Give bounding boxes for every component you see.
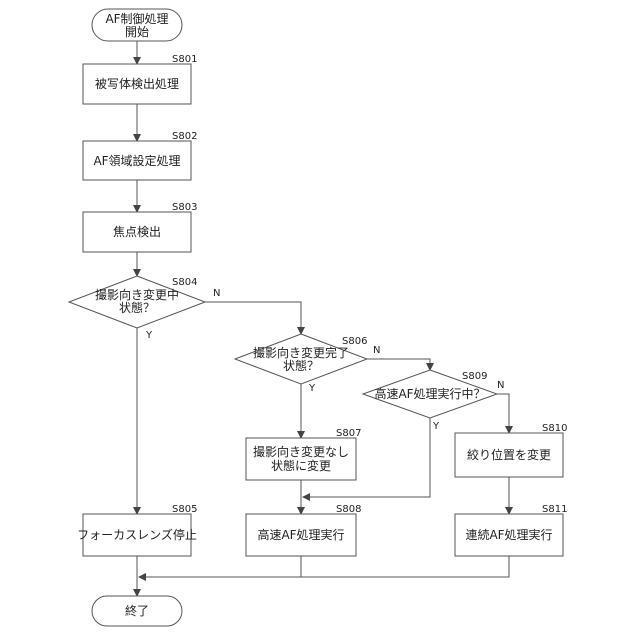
step-s807: S807 — [336, 428, 361, 439]
process-s803: S803 焦点検出 — [83, 202, 197, 252]
process-s810: S810 絞り位置を変更 — [455, 423, 567, 477]
decision-s804: S804 撮影向き変更中 状態？ N Y — [69, 276, 220, 341]
s805-label: フォーカスレンズ停止 — [77, 527, 197, 542]
s804-yes-label: Y — [145, 330, 153, 341]
s807-label-line1: 撮影向き変更なし — [253, 444, 349, 459]
edge-s811-merge — [139, 556, 509, 577]
start-label-line2: 開始 — [125, 25, 149, 39]
s807-label-line2: 状態に変更 — [271, 458, 331, 473]
process-s802: S802 AF領域設定処理 — [83, 131, 197, 180]
decision-s809: S809 高速AF処理実行中？ N Y — [363, 370, 504, 432]
s802-label: AF領域設定処理 — [93, 153, 180, 168]
step-s808: S808 — [336, 504, 361, 515]
s806-label-line2: 状態？ — [283, 358, 319, 373]
edge-s806-no-s809 — [367, 359, 430, 370]
process-s811: S811 連続AF処理実行 — [455, 504, 567, 556]
process-s807: S807 撮影向き変更なし 状態に変更 — [246, 428, 361, 480]
step-s801: S801 — [172, 54, 197, 65]
s806-label-line1: 撮影向き変更完了 — [253, 345, 349, 360]
s811-label: 連続AF処理実行 — [465, 527, 552, 542]
s801-label: 被写体検出処理 — [95, 77, 179, 91]
s808-label: 高速AF処理実行 — [257, 527, 344, 542]
s803-label: 焦点検出 — [113, 225, 161, 239]
end-terminator: 終了 — [92, 596, 182, 626]
end-label: 終了 — [125, 603, 149, 618]
edge-s804-no-s806 — [205, 302, 301, 334]
step-s805: S805 — [172, 504, 197, 515]
s804-no-label: N — [213, 288, 220, 299]
step-s810: S810 — [542, 423, 567, 434]
s809-no-label: N — [497, 380, 504, 391]
s806-no-label: N — [373, 345, 380, 356]
step-s803: S803 — [172, 202, 197, 213]
s809-yes-label: Y — [432, 421, 440, 432]
step-s809: S809 — [462, 371, 487, 382]
s809-label: 高速AF処理実行中？ — [374, 386, 485, 401]
start-terminator: AF制御処理 開始 — [92, 9, 182, 41]
process-s808: S808 高速AF処理実行 — [246, 504, 361, 556]
decision-s806: S806 撮影向き変更完了 状態？ N Y — [235, 334, 380, 394]
step-s811: S811 — [542, 504, 567, 515]
start-label-line1: AF制御処理 — [105, 11, 168, 26]
edge-s809-no-s810 — [497, 394, 509, 433]
step-s804: S804 — [172, 277, 197, 288]
process-s801: S801 被写体検出処理 — [83, 54, 197, 104]
s810-label: 絞り位置を変更 — [467, 447, 551, 462]
s804-label-line2: 状態？ — [119, 300, 155, 315]
step-s802: S802 — [172, 131, 197, 142]
s804-label-line1: 撮影向き変更中 — [95, 287, 179, 302]
s806-yes-label: Y — [308, 383, 316, 394]
